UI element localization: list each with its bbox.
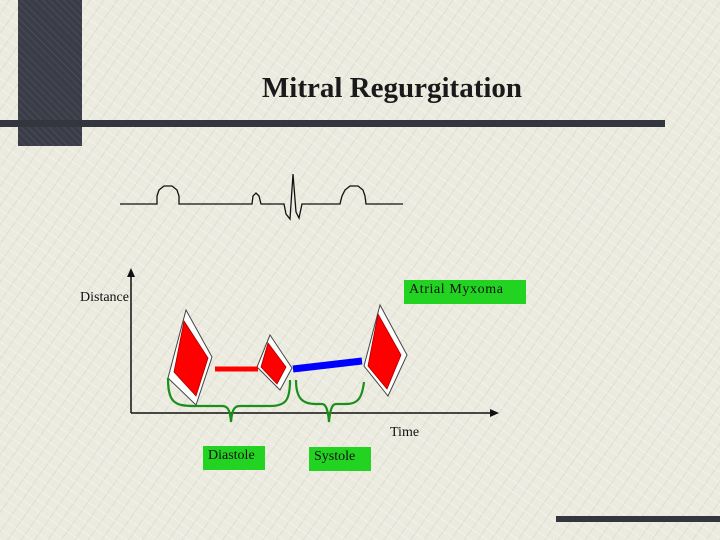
footer-rule [556, 516, 720, 522]
diastole-brace [166, 377, 292, 423]
y-axis-label: Distance [80, 290, 129, 305]
title-rule [0, 120, 665, 127]
systole-label: Systole [309, 447, 371, 471]
slide-title: Mitral Regurgitation [261, 72, 523, 104]
x-axis-arrow [490, 409, 499, 417]
x-axis-label: Time [390, 425, 420, 440]
atrial-myxoma-label: Atrial Myxoma [404, 280, 526, 304]
valve-opening-marker [260, 342, 287, 385]
systole-segment [292, 357, 363, 373]
y-axis-arrow [127, 268, 135, 277]
diastole-label: Diastole [203, 446, 265, 470]
ecg-trace [120, 173, 403, 221]
valve-opening-marker [367, 312, 402, 390]
valve-opening-marker [173, 319, 209, 397]
systole-brace [294, 379, 366, 423]
